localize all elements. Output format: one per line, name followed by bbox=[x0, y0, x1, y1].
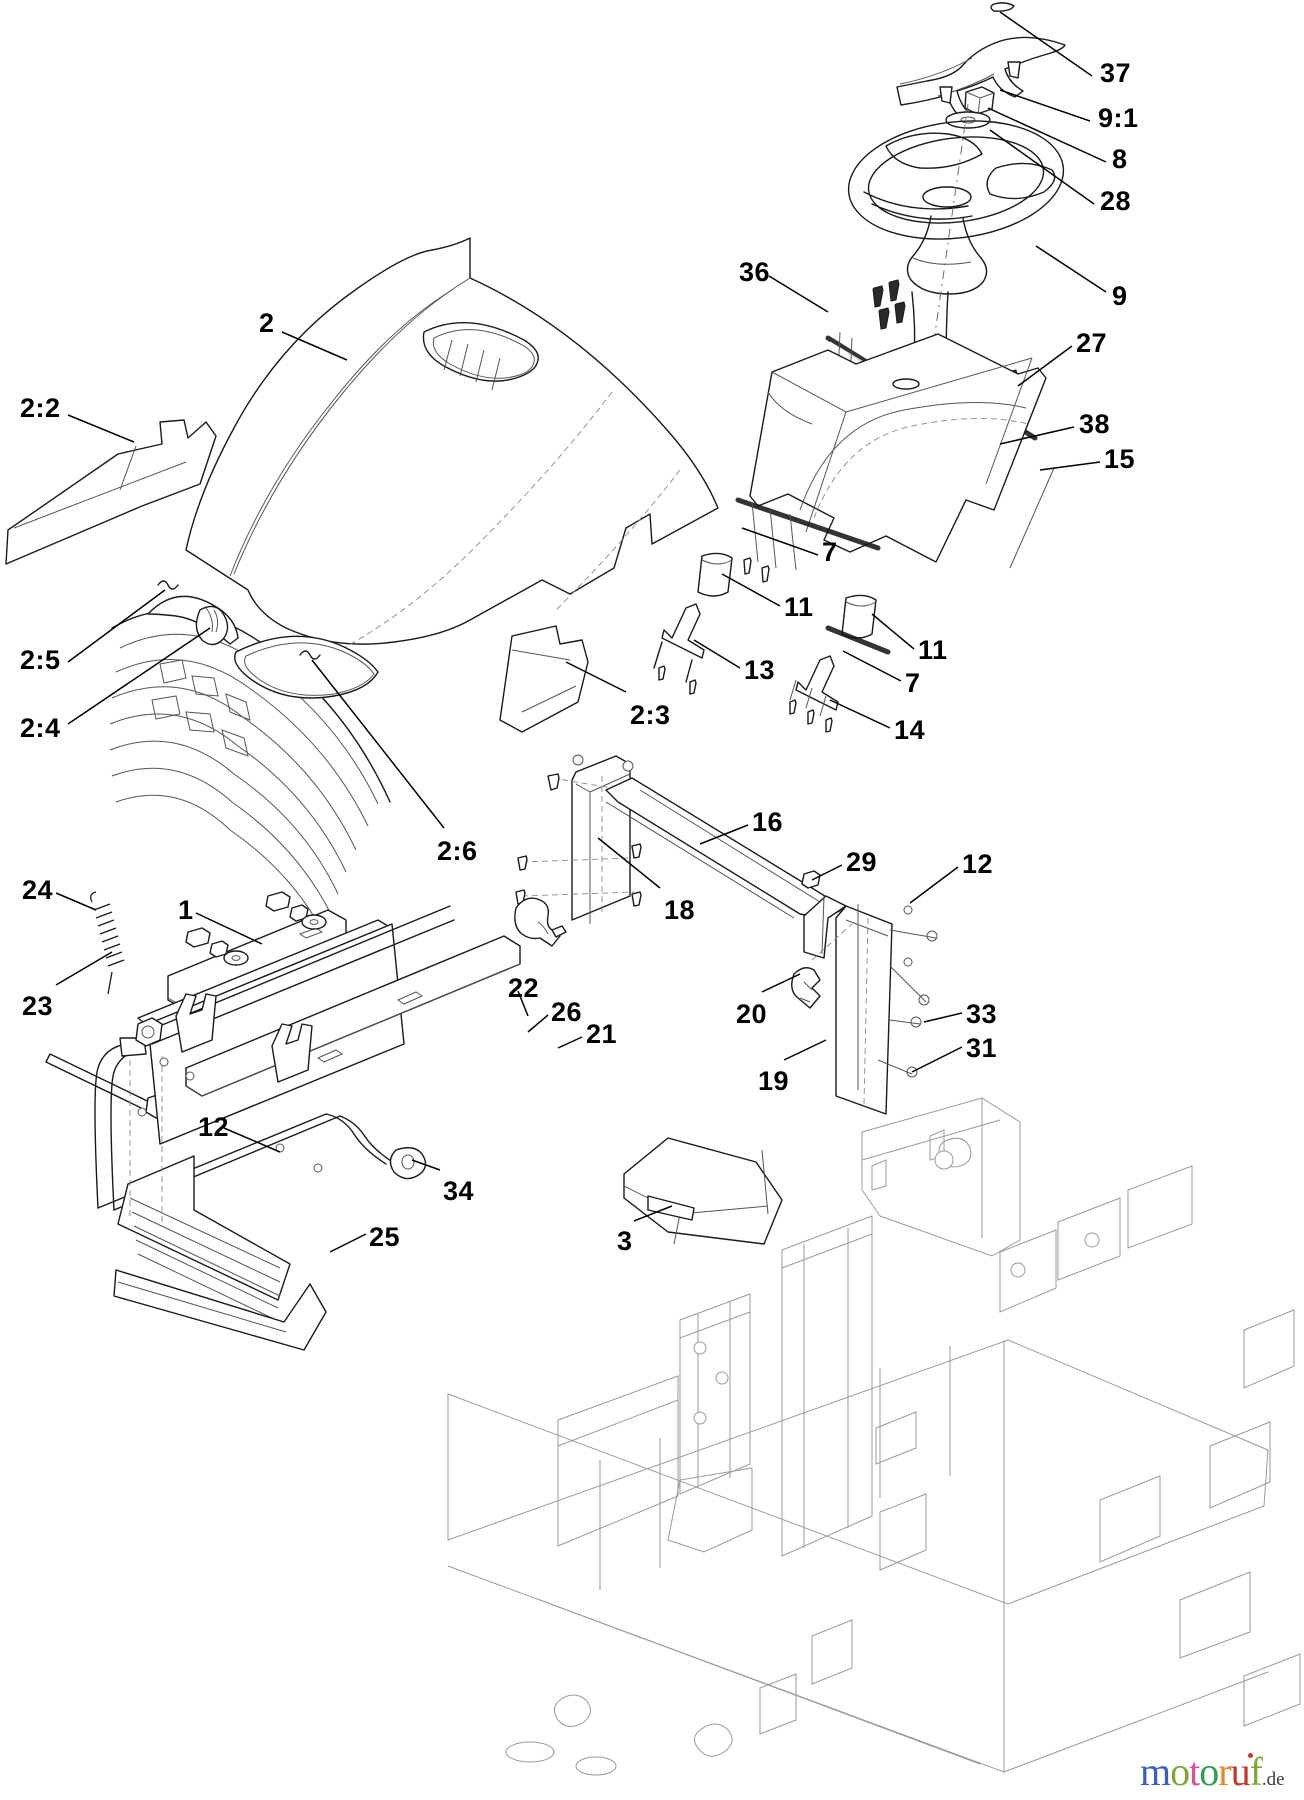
leader-line-20 bbox=[761, 973, 801, 993]
callout-20: 20 bbox=[736, 999, 768, 1029]
leader-line-38 bbox=[999, 426, 1075, 445]
leader-line-12 bbox=[223, 1127, 281, 1153]
leader-line-9-1 bbox=[999, 89, 1091, 122]
leader-line-15 bbox=[1039, 461, 1101, 471]
leader-line-34 bbox=[411, 1159, 441, 1171]
callout-1: 1 bbox=[178, 895, 194, 925]
callout-2-6: 2:6 bbox=[437, 836, 478, 866]
callout-2-2: 2:2 bbox=[20, 393, 61, 423]
callout-12: 12 bbox=[962, 849, 994, 879]
leader-line-2 bbox=[281, 331, 348, 361]
watermark-letter: r bbox=[1218, 1749, 1231, 1794]
watermark-dot bbox=[1248, 1753, 1253, 1758]
callout-29: 29 bbox=[846, 847, 878, 877]
watermark-letter: m bbox=[1140, 1749, 1171, 1794]
steering-wheel-assembly bbox=[847, 2, 1066, 372]
watermark-letter: u bbox=[1230, 1749, 1251, 1794]
leader-line-29 bbox=[811, 864, 843, 881]
watermark-suffix: .de bbox=[1261, 1769, 1285, 1790]
callout-23: 23 bbox=[22, 991, 54, 1021]
front-bumper-assembly bbox=[45, 891, 521, 1351]
motoruf-watermark: motoruf.de bbox=[1140, 1752, 1285, 1792]
watermark-letter: f bbox=[1249, 1749, 1263, 1794]
chassis-ghost-outline bbox=[447, 1097, 1301, 1776]
callout-38: 38 bbox=[1079, 409, 1111, 439]
right-support-post bbox=[791, 895, 938, 1115]
left-support-post bbox=[514, 754, 642, 947]
callout-34: 34 bbox=[443, 1176, 475, 1206]
leader-line-28 bbox=[989, 129, 1095, 205]
leader-line-37 bbox=[999, 11, 1093, 77]
callout-12: 12 bbox=[198, 1112, 230, 1142]
callout-19: 19 bbox=[758, 1066, 790, 1096]
leader-line-22 bbox=[517, 990, 529, 1017]
callout-21: 21 bbox=[586, 1019, 618, 1049]
leader-line-2-2 bbox=[67, 414, 135, 443]
callout-leader-lines bbox=[55, 11, 1107, 1253]
callout-2-3: 2:3 bbox=[630, 700, 671, 730]
leader-line-11 bbox=[721, 573, 781, 607]
leader-line-8 bbox=[987, 107, 1107, 163]
callout-7: 7 bbox=[822, 537, 838, 567]
leader-line-21 bbox=[557, 1036, 583, 1049]
watermark-letter: t bbox=[1189, 1749, 1200, 1794]
callout-16: 16 bbox=[752, 807, 784, 837]
callout-36: 36 bbox=[739, 257, 771, 287]
leader-line-24 bbox=[55, 892, 97, 911]
callout-14: 14 bbox=[894, 715, 926, 745]
callout-2-5: 2:5 bbox=[20, 645, 61, 675]
callout-27: 27 bbox=[1076, 328, 1108, 358]
leader-line-14 bbox=[829, 699, 891, 729]
callout-22: 22 bbox=[508, 973, 540, 1003]
callout-31: 31 bbox=[966, 1033, 998, 1063]
leader-line-18 bbox=[597, 837, 661, 889]
callout-9-1: 9:1 bbox=[1098, 103, 1139, 133]
callout-33: 33 bbox=[966, 999, 998, 1029]
callout-2: 2 bbox=[259, 308, 275, 338]
leader-line-2-3 bbox=[565, 661, 627, 693]
leader-line-2-5 bbox=[67, 589, 166, 663]
leader-line-33 bbox=[923, 1012, 963, 1023]
leader-line-23 bbox=[55, 951, 113, 986]
leader-line-7 bbox=[842, 650, 902, 682]
leader-line-9 bbox=[1035, 245, 1107, 293]
callout-3: 3 bbox=[617, 1226, 633, 1256]
leader-line-7 bbox=[741, 527, 819, 556]
leader-line-13 bbox=[693, 639, 741, 669]
console-bracket-group bbox=[653, 497, 891, 733]
callout-13: 13 bbox=[744, 655, 776, 685]
callout-28: 28 bbox=[1100, 186, 1132, 216]
callout-11: 11 bbox=[918, 635, 948, 665]
callout-11: 11 bbox=[784, 592, 814, 622]
steering-console-panel bbox=[749, 333, 1055, 569]
leader-line-11 bbox=[871, 613, 915, 650]
leader-line-19 bbox=[783, 1039, 827, 1061]
watermark-letter: o bbox=[1199, 1749, 1219, 1794]
leader-line-2-6 bbox=[311, 659, 445, 829]
callout-2-4: 2:4 bbox=[20, 713, 61, 743]
leader-line-16 bbox=[699, 824, 749, 845]
callout-15: 15 bbox=[1104, 444, 1136, 474]
leader-line-2-4 bbox=[67, 627, 211, 725]
callout-24: 24 bbox=[22, 875, 54, 905]
callout-37: 37 bbox=[1100, 58, 1132, 88]
leader-line-12 bbox=[909, 866, 959, 904]
callout-18: 18 bbox=[664, 895, 696, 925]
callout-8: 8 bbox=[1112, 144, 1128, 174]
leader-line-27 bbox=[1017, 345, 1073, 387]
leader-line-31 bbox=[911, 1046, 963, 1073]
seat-base-cover bbox=[623, 1137, 783, 1245]
callout-26: 26 bbox=[551, 997, 583, 1027]
callout-25: 25 bbox=[369, 1222, 401, 1252]
callout-9: 9 bbox=[1112, 281, 1128, 311]
leader-line-3 bbox=[633, 1205, 673, 1222]
hood-assembly bbox=[5, 237, 719, 939]
watermark-letter: o bbox=[1170, 1749, 1190, 1794]
leader-line-36 bbox=[768, 275, 829, 313]
callout-7: 7 bbox=[905, 668, 921, 698]
leader-line-26 bbox=[527, 1014, 549, 1033]
leader-line-25 bbox=[329, 1233, 367, 1253]
leader-line-1 bbox=[195, 912, 263, 945]
